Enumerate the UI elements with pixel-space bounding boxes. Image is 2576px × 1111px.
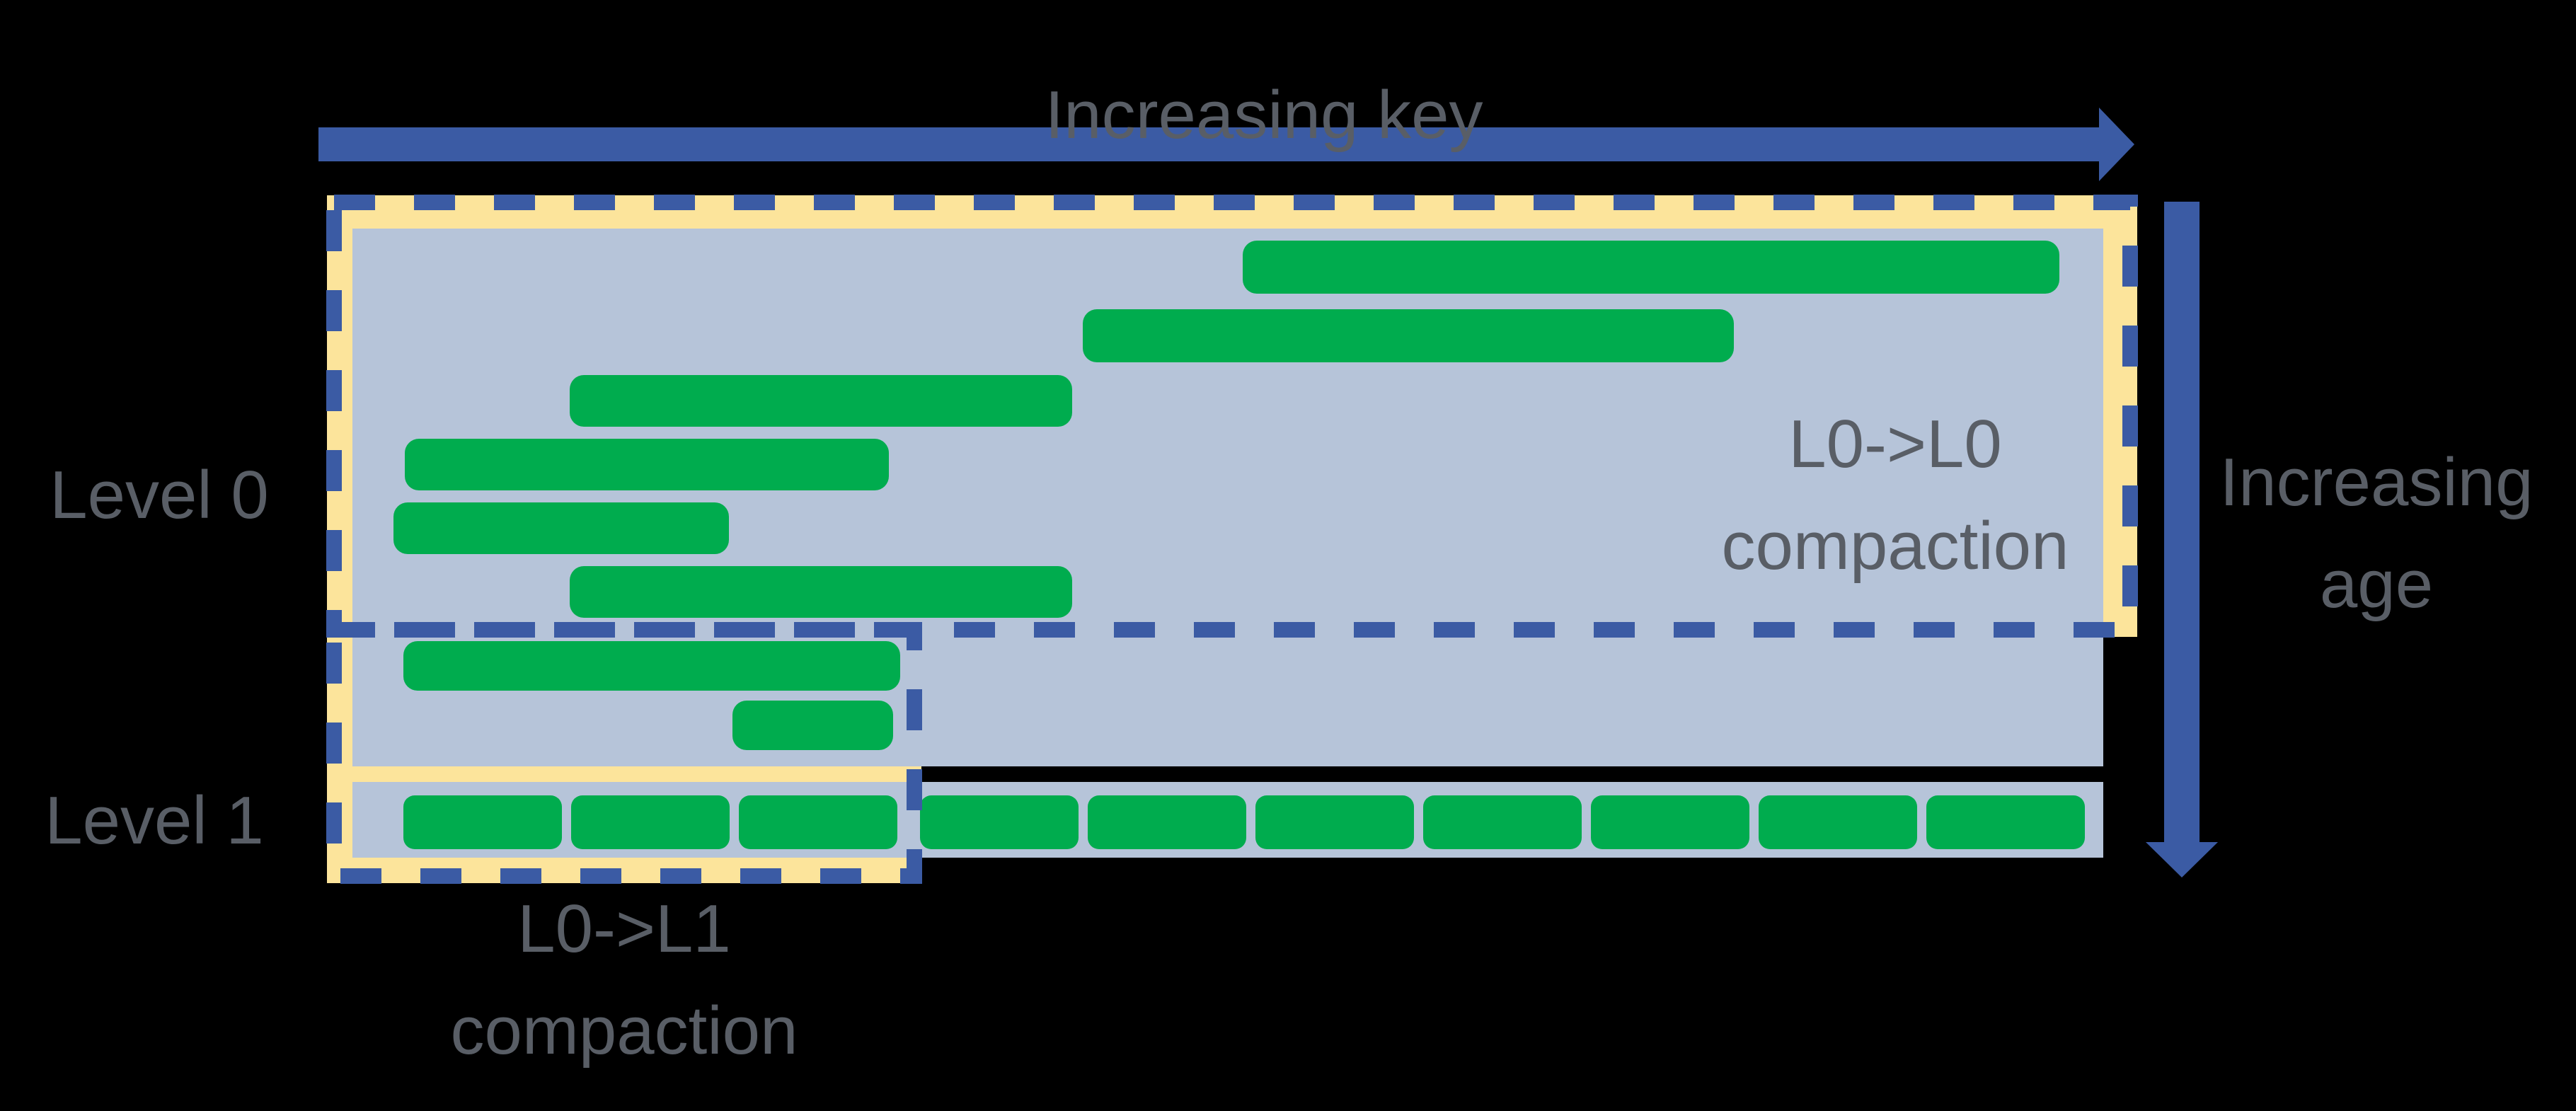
level0-sstable-bar bbox=[570, 375, 1072, 427]
l0-l0-compaction-label-line2: compaction bbox=[1721, 508, 2069, 584]
level1-sstable-bar bbox=[920, 795, 1079, 849]
level0-sstable-bar bbox=[732, 701, 893, 750]
l0-l1-compaction-label: L0->L1 compaction bbox=[451, 878, 798, 1082]
level0-label: Level 0 bbox=[50, 457, 269, 533]
level1-sstable-bar bbox=[1591, 795, 1749, 849]
level0-sstable-bar bbox=[570, 566, 1072, 618]
level0-sstable-bar bbox=[403, 641, 900, 691]
l0-l0-compaction-box-border bbox=[326, 195, 2138, 638]
level1-sstable-bar bbox=[1088, 795, 1246, 849]
increasing-age-arrow bbox=[2146, 202, 2218, 877]
increasing-age-label-line2: age bbox=[2319, 546, 2434, 622]
increasing-age-label: Increasing age bbox=[2220, 432, 2534, 635]
increasing-age-label-line1: Increasing bbox=[2219, 444, 2534, 520]
l0-l0-compaction-label: L0->L0 compaction bbox=[1722, 393, 2069, 597]
level1-sstable-bar bbox=[739, 795, 897, 849]
level1-sstable-bar bbox=[1423, 795, 1582, 849]
l0-l1-compaction-label-line2: compaction bbox=[450, 993, 798, 1069]
level1-sstable-bar bbox=[1759, 795, 1917, 849]
level0-sstable-bar bbox=[405, 439, 889, 490]
level0-sstable-bar bbox=[1243, 241, 2059, 294]
level1-sstable-bar bbox=[571, 795, 730, 849]
level1-label: Level 1 bbox=[45, 783, 264, 858]
increasing-key-label: Increasing key bbox=[1045, 77, 1483, 153]
l0-l1-compaction-box-border bbox=[326, 622, 922, 884]
level1-sstable-bar bbox=[1926, 795, 2085, 849]
level1-sstable-bar bbox=[403, 795, 562, 849]
level0-sstable-bar bbox=[1083, 309, 1734, 362]
l0-l1-compaction-label-line1: L0->L1 bbox=[517, 891, 731, 967]
increasing-key-arrow bbox=[318, 108, 2134, 181]
l0-l0-compaction-label-line1: L0->L0 bbox=[1788, 406, 2002, 482]
level0-sstable-bar bbox=[393, 502, 729, 554]
level1-sstable-bar bbox=[1255, 795, 1414, 849]
